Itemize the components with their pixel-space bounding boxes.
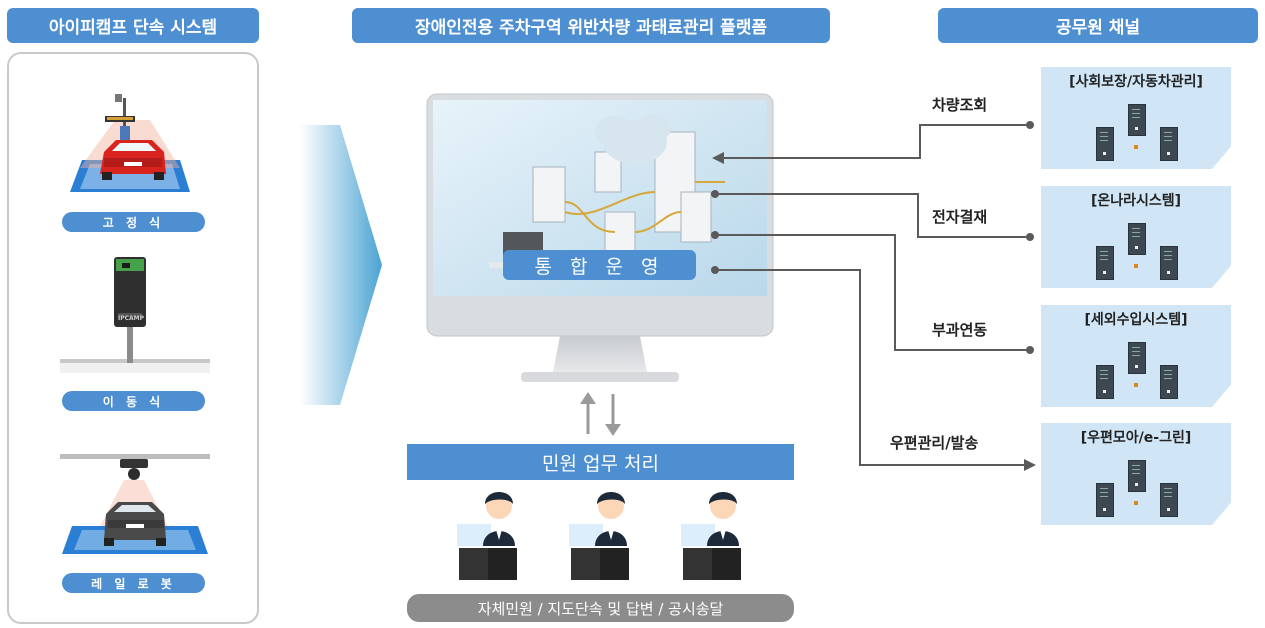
header-left: 아이피캠프 단속 시스템: [7, 8, 259, 43]
device-label-rail: 레 일 로 봇: [62, 573, 205, 593]
server-icon: [1160, 365, 1178, 399]
fixed-pole-camera-icon: [70, 94, 190, 192]
link-dot: [1134, 383, 1138, 387]
server-icon: [1128, 104, 1146, 136]
server-icon: [1096, 127, 1114, 161]
server-icon: [1096, 246, 1114, 280]
channel-panel-2: [온나라시스템]: [1041, 186, 1231, 288]
integrated-ops-label: 통 합 운 영: [503, 250, 696, 280]
civil-affairs-title: 민원 업무 처리: [407, 444, 794, 480]
operator-icon-2: [569, 492, 629, 580]
server-icon: [1128, 460, 1146, 492]
header-center: 장애인전용 주차구역 위반차량 과태료관리 플랫폼: [352, 8, 830, 43]
channel-panel-1: [사회보장/자동차관리]: [1041, 67, 1231, 169]
server-icon: [1160, 483, 1178, 517]
channel-title: [사회보장/자동차관리]: [1069, 74, 1203, 90]
server-icon: [1160, 127, 1178, 161]
connection-label-approval: 전자결재: [932, 208, 988, 226]
header-right: 공무원 채널: [938, 8, 1258, 43]
operator-icon-1: [457, 492, 517, 580]
flow-arrow-icon: [300, 125, 382, 405]
link-dot: [1134, 501, 1138, 505]
bidirectional-arrow-icon: [580, 392, 621, 436]
rail-robot-camera-icon: [60, 454, 210, 554]
device-label-fixed: 고 정 식: [62, 212, 205, 232]
channel-title: [온나라시스템]: [1090, 193, 1182, 209]
channel-title: [우편모아/e-그린]: [1080, 430, 1192, 446]
channel-panel-3: [세외수입시스템]: [1041, 305, 1231, 407]
channel-panel-4: [우편모아/e-그린]: [1041, 423, 1231, 525]
server-icon: [1096, 483, 1114, 517]
device-logo: IPCAMP: [118, 315, 145, 322]
link-dot: [1134, 264, 1138, 268]
mobile-kiosk-camera-icon: [60, 257, 210, 373]
operator-icon-3: [681, 492, 741, 580]
channel-title: [세외수입시스템]: [1084, 312, 1188, 328]
server-icon: [1128, 342, 1146, 374]
device-label-mobile: 이 동 식: [62, 391, 205, 411]
server-icon: [1160, 246, 1178, 280]
connection-label-vehicle: 차량조회: [932, 96, 988, 114]
connection-label-mail: 우편관리/발송: [890, 434, 979, 452]
server-icon: [1128, 223, 1146, 255]
connection-label-levy: 부과연동: [932, 321, 988, 339]
server-icon: [1096, 365, 1114, 399]
civil-affairs-footer: 자체민원 / 지도단속 및 답변 / 공시송달: [407, 594, 794, 622]
link-dot: [1134, 145, 1138, 149]
